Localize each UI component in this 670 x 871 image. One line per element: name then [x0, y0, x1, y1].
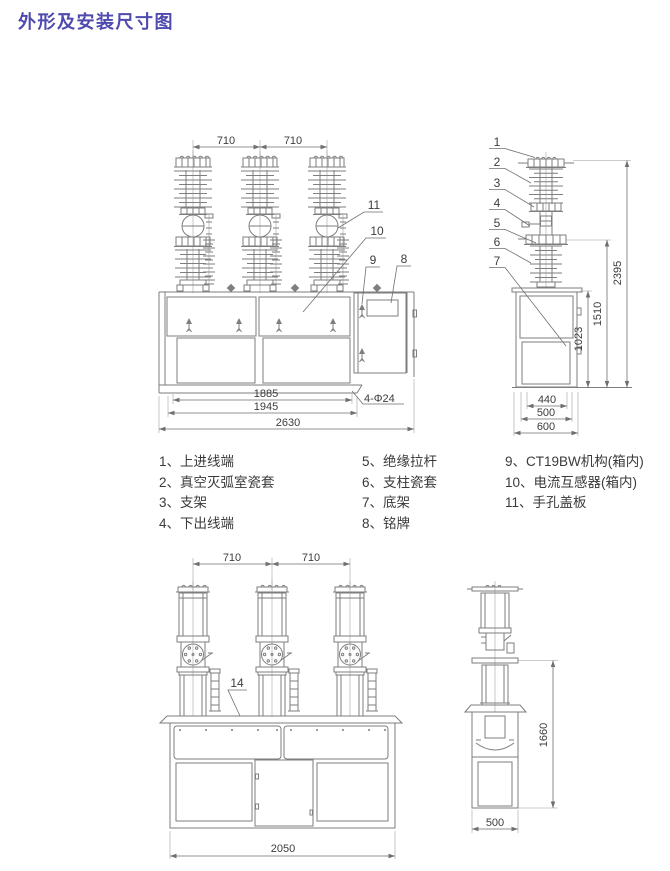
- dim-1023: 1023: [573, 327, 585, 351]
- top-front-dimensions: 710 710 1885 1945 2630 4-Φ24: [158, 135, 415, 433]
- top-front-cabinet: [158, 283, 417, 394]
- dim-710-right: 710: [284, 135, 302, 147]
- bottom-front-view: 710 710 2050 14: [158, 552, 404, 859]
- door-hinge: [255, 803, 259, 810]
- dim-1945: 1945: [254, 401, 278, 413]
- legend-item-1: 1、上进线端: [159, 454, 235, 469]
- top-side-callouts: 1 2 3 4 5 6 7: [489, 135, 567, 347]
- legend-item-10: 10、电流互感器(箱内): [505, 474, 638, 490]
- mounting-holes-label: 4-Φ24: [364, 393, 395, 405]
- dim-500-top: 500: [537, 407, 555, 419]
- callout-2: 2: [494, 155, 501, 169]
- top-front-view: 710 710 1885 1945 2630 4-Φ24 11 10 9: [158, 135, 417, 433]
- dim-1660: 1660: [538, 723, 550, 747]
- callout-5: 5: [494, 216, 501, 230]
- top-side-cabinet: [511, 287, 632, 388]
- dim-600: 600: [537, 421, 555, 433]
- legend-item-3: 3、支架: [159, 495, 208, 510]
- top-side-view: 1 2 3 4 5 6 7 2395 151: [489, 135, 632, 436]
- callout-10: 10: [370, 224, 384, 238]
- legend-item-8: 8、铭牌: [362, 515, 411, 531]
- dim-710-left: 710: [217, 135, 235, 147]
- top-front-callouts: 11 10 9 8: [302, 198, 411, 313]
- legend-item-4: 4、下出线端: [159, 515, 235, 531]
- legend-item-5: 5、绝缘拉杆: [362, 454, 438, 469]
- legend-column-2: 5、绝缘拉杆 6、支柱瓷套 7、底架 8、铭牌: [362, 452, 437, 534]
- bottom-side-dimensions: 1660 500: [471, 660, 558, 833]
- callout-4: 4: [494, 196, 501, 210]
- legend-item-11: 11、手孔盖板: [505, 495, 587, 510]
- legend-item-7: 7、底架: [362, 495, 411, 510]
- callout-8: 8: [401, 252, 408, 266]
- page-title: 外形及安装尺寸图: [18, 12, 174, 32]
- bottom-front-cabinet: [158, 715, 404, 829]
- dim-2050: 2050: [271, 843, 295, 855]
- dim-2395: 2395: [612, 261, 624, 285]
- dim-1885: 1885: [254, 388, 278, 400]
- legend-item-2: 2、真空灭弧室瓷套: [159, 474, 275, 490]
- callout-11: 11: [368, 198, 381, 212]
- mechanism-box: [353, 292, 407, 374]
- legend-column-3: 9、CT19BW机构(箱内) 10、电流互感器(箱内) 11、手孔盖板: [505, 452, 644, 514]
- legend-item-6: 6、支柱瓷套: [362, 474, 438, 490]
- callout-6: 6: [494, 235, 501, 249]
- bottom-side-view: 1660 500: [463, 580, 558, 833]
- top-side-dimensions: 2395 1510 1023 440 500 600: [513, 160, 631, 436]
- bottom-front-dimensions: 710 710 2050 14: [169, 552, 396, 859]
- bottom-side-cabinet: [463, 704, 528, 809]
- callout-7: 7: [494, 254, 501, 268]
- door-hinge: [255, 773, 259, 780]
- dim-500-bottom: 500: [486, 817, 504, 829]
- callout-3: 3: [494, 176, 501, 190]
- callout-9: 9: [370, 253, 377, 267]
- callout-1: 1: [494, 135, 501, 149]
- cabinet-door: [254, 759, 314, 827]
- legend-column-1: 1、上进线端 2、真空灭弧室瓷套 3、支架 4、下出线端: [159, 452, 275, 534]
- legend-item-9: 9、CT19BW机构(箱内): [505, 454, 644, 469]
- dim-2630: 2630: [276, 417, 300, 429]
- door-handle: [309, 809, 313, 816]
- callout-14: 14: [230, 676, 244, 690]
- nameplate: [366, 299, 399, 317]
- dim-710-right: 710: [302, 552, 320, 564]
- dim-440: 440: [538, 394, 556, 406]
- dim-710-left: 710: [223, 552, 241, 564]
- dim-1510: 1510: [592, 302, 604, 326]
